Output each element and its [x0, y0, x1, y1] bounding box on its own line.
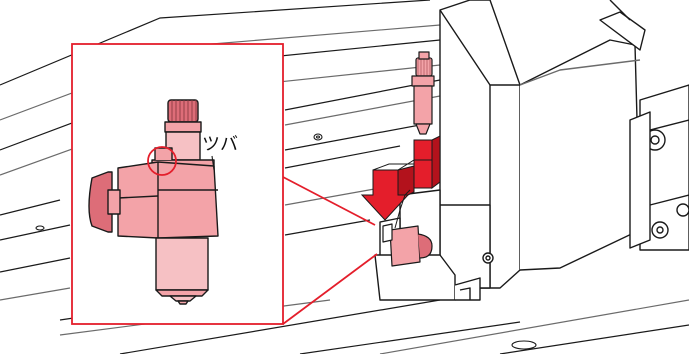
- floating-cutter: [412, 52, 434, 134]
- flange-label: ツバ: [202, 134, 238, 155]
